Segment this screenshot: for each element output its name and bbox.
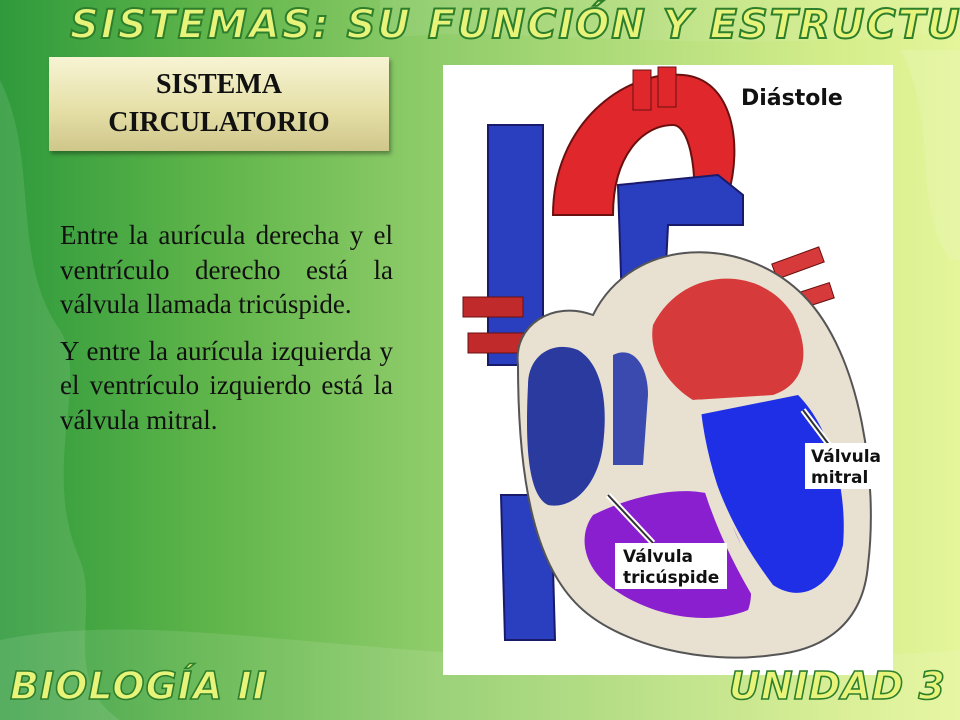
- label-tricuspid-bg: [615, 543, 727, 589]
- paragraph-mitral: Y entre la aurícula izquierda y el ventr…: [60, 335, 393, 435]
- label-mitral-bg: [805, 443, 889, 489]
- aortic-branch-2: [657, 66, 677, 108]
- label-mitral-line2: mitral: [811, 468, 868, 488]
- section-heading-box: SISTEMA CIRCULATORIO: [49, 57, 389, 151]
- pulmonary-vein-1: [462, 296, 524, 318]
- heart-diagram-image: Diástole Válvula mitral Válvula tricúspi…: [462, 66, 889, 659]
- heart-diagram: Diástole Válvula mitral Válvula tricúspi…: [443, 65, 893, 675]
- septum: [686, 399, 769, 604]
- paragraph-tricuspid: Entre la aurícula derecha y el ventrícul…: [60, 220, 393, 319]
- right-atrium-inner: [613, 352, 648, 465]
- section-heading-line1: SISTEMA: [155, 69, 283, 100]
- label-diastole: Diástole: [741, 86, 843, 111]
- label-tricuspid-line1: Válvula: [623, 547, 693, 567]
- aorta: [551, 73, 736, 217]
- aortic-branch-1: [632, 69, 652, 111]
- footer-course-label: BIOLOGÍA II: [9, 663, 268, 709]
- tricuspid-pointer-outline: [607, 494, 654, 544]
- footer-unit-label: UNIDAD 3: [728, 663, 946, 709]
- pulmonary-artery-right-1: [771, 246, 825, 280]
- label-tricuspid-line2: tricúspide: [623, 568, 719, 588]
- right-atrium: [527, 346, 605, 506]
- left-atrium: [652, 278, 804, 400]
- body-text: Entre la aurícula derecha y el ventrícul…: [60, 218, 393, 449]
- slide-title: SISTEMAS: SU FUNCIÓN Y ESTRUCTURA: [69, 1, 960, 49]
- label-mitral-line1: Válvula: [811, 447, 881, 467]
- section-heading-line2: CIRCULATORIO: [108, 107, 330, 138]
